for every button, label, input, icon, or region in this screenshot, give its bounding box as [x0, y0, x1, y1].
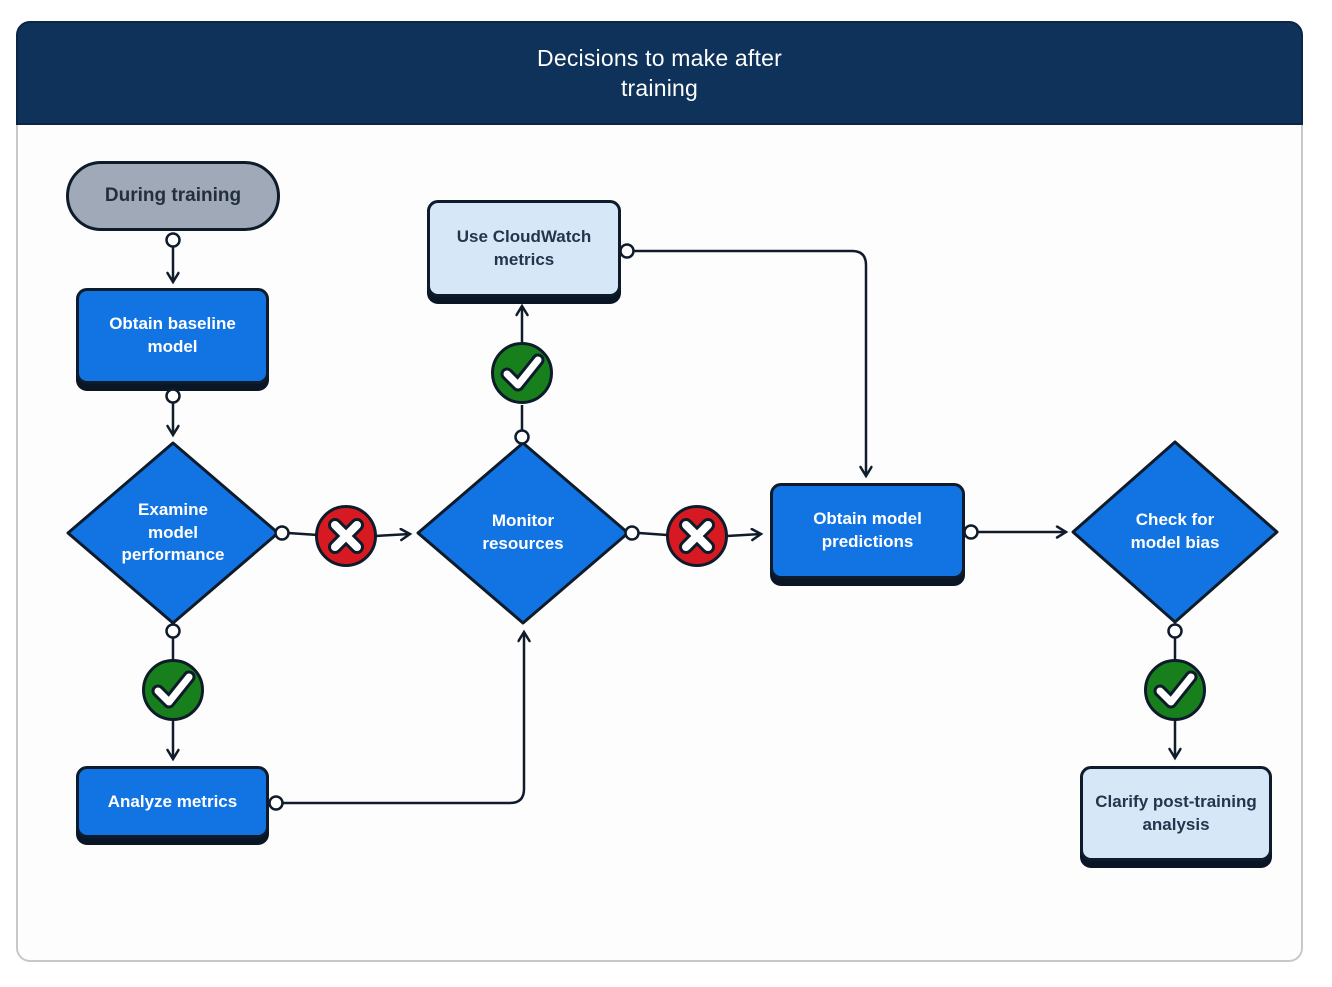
node-obtain-model-predictions-label: Obtain model predictions: [813, 509, 922, 551]
node-use-cloudwatch-metrics-label: Use CloudWatch metrics: [456, 226, 592, 269]
diagram-title: Decisions to make after training: [537, 45, 782, 101]
node-analyze-metrics: Analyze metrics: [76, 766, 269, 838]
node-obtain-model-predictions: Obtain model predictions: [770, 483, 965, 579]
node-during-training-label: During training: [104, 185, 242, 207]
node-obtain-baseline-model-label: Obtain baseline model: [109, 314, 236, 356]
diagram-title-bar: Decisions to make after training: [16, 21, 1303, 125]
node-obtain-baseline-model: Obtain baseline model: [76, 288, 269, 384]
node-clarify-post-training-analysis-label: Clarify post-training analysis: [1095, 791, 1257, 834]
node-during-training: During training: [66, 161, 280, 231]
node-analyze-metrics-label: Analyze metrics: [107, 791, 238, 811]
node-use-cloudwatch-metrics: Use CloudWatch metrics: [427, 200, 621, 297]
node-clarify-post-training-analysis: Clarify post-training analysis: [1080, 766, 1272, 861]
